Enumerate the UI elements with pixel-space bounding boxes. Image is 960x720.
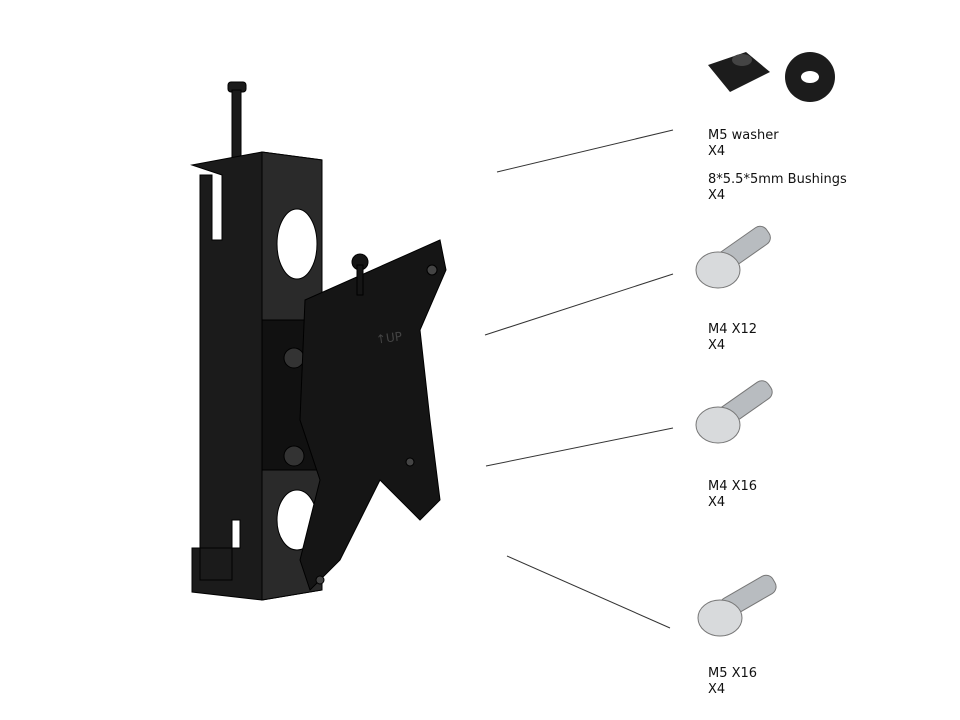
- part-qty: X4: [708, 495, 726, 510]
- part-qty: X4: [708, 338, 726, 353]
- part-qty: X4: [708, 188, 726, 203]
- part-name: M5 washer: [708, 128, 779, 143]
- wall-bracket: [190, 81, 323, 601]
- part-qty: X4: [708, 682, 726, 697]
- vesa-plate: [299, 239, 447, 591]
- screw-m4x12-icon: [695, 225, 771, 289]
- bushing-icon: [708, 52, 770, 92]
- up-text: UP: [385, 329, 403, 346]
- part-name: 8*5.5*5mm Bushings: [708, 172, 847, 187]
- part-name: M4 X12: [708, 322, 758, 337]
- leader-lines: [484, 129, 674, 629]
- screw-icons: [695, 225, 777, 637]
- screw-m4x16-icon: [695, 380, 773, 444]
- part-name: M4 X16: [708, 479, 758, 494]
- part-name: M5 X16: [708, 666, 758, 681]
- screw-m5x16-icon: [697, 574, 777, 637]
- part-qty: X4: [708, 144, 726, 159]
- washer-icon: [785, 52, 835, 102]
